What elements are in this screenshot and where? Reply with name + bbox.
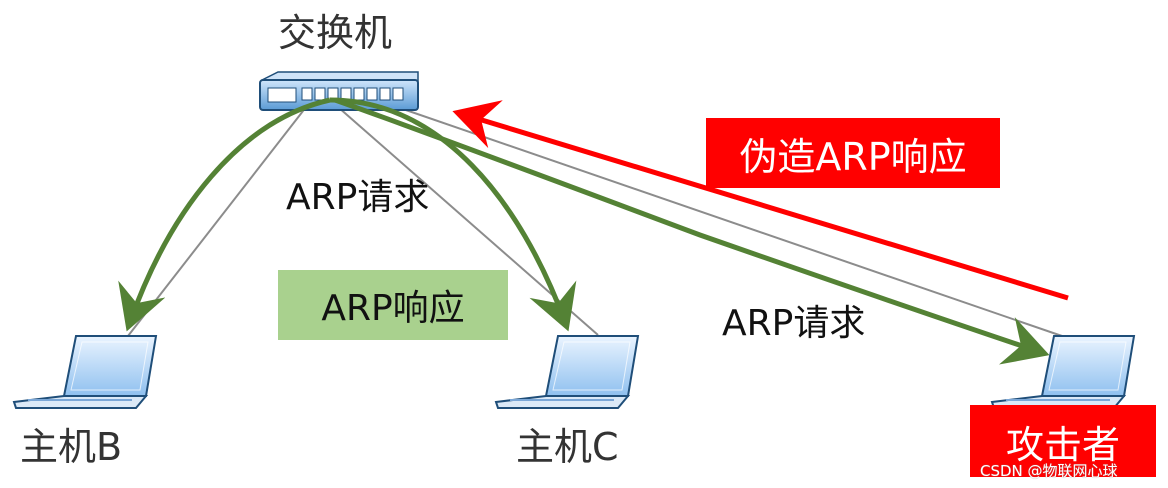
arp-request-label: ARP请求 bbox=[722, 303, 866, 344]
laptop-icon bbox=[494, 335, 640, 409]
arp-request-arrow-to-host-c bbox=[329, 97, 577, 332]
arp-response-label: ARP响应 bbox=[278, 270, 508, 340]
fake-arp-response-arrow bbox=[452, 100, 1069, 301]
laptop-icon bbox=[990, 335, 1136, 409]
switch-label: 交换机 bbox=[278, 11, 393, 55]
arp-request-arrow-to-host-b bbox=[118, 97, 331, 332]
arp-request-arrow-to-attacker bbox=[334, 97, 1050, 365]
attacker-label: 攻击者 bbox=[970, 405, 1156, 477]
arp-request-label: ARP请求 bbox=[286, 177, 430, 218]
host-c-label: 主机C bbox=[516, 425, 619, 469]
network-switch-icon bbox=[259, 71, 419, 111]
watermark: CSDN @物联网心球 bbox=[980, 462, 1118, 480]
link-switch-attacker bbox=[399, 107, 1063, 337]
host-b-label: 主机B bbox=[20, 425, 123, 469]
laptop-icon bbox=[12, 335, 158, 409]
fake-arp-response-label: 伪造ARP响应 bbox=[706, 118, 1000, 188]
